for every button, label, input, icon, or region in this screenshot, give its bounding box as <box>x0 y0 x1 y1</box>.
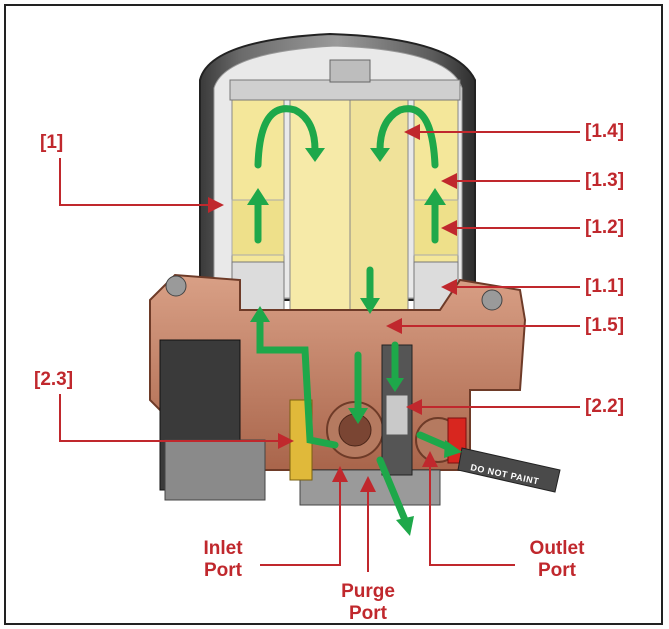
do-not-paint-tag: DO NOT PAINT <box>447 417 561 493</box>
inlet-port-label-line1: Inlet <box>203 538 243 559</box>
callout-1-2: [1.2] <box>585 217 625 238</box>
callout-1-4: [1.4] <box>585 121 625 142</box>
outlet-port-label-line2: Port <box>538 560 576 581</box>
callout-1: [1] <box>40 132 64 153</box>
callout-2-2: [2.2] <box>585 396 625 417</box>
purge-port-label: Purge Port <box>328 581 408 625</box>
valve-housing <box>149 273 527 506</box>
callout-2-3: [2.3] <box>34 369 74 390</box>
desiccant-cartridge <box>229 59 461 321</box>
callout-1-1: [1.1] <box>585 276 625 297</box>
inlet-port-label: Inlet Port <box>183 538 263 582</box>
outlet-port-label-line1: Outlet <box>529 538 585 559</box>
inlet-port-label-line2: Port <box>204 560 242 581</box>
outlet-port-label: Outlet Port <box>512 538 602 582</box>
airflow-arrows <box>254 105 454 524</box>
callout-1-5: [1.5] <box>585 315 625 336</box>
airflow-arrowheads <box>247 148 462 536</box>
purge-port-label-line1: Purge <box>341 581 395 602</box>
callout-leaders <box>59 124 580 572</box>
purge-port-label-line2: Port <box>349 603 387 624</box>
callout-1-3: [1.3] <box>585 170 625 191</box>
